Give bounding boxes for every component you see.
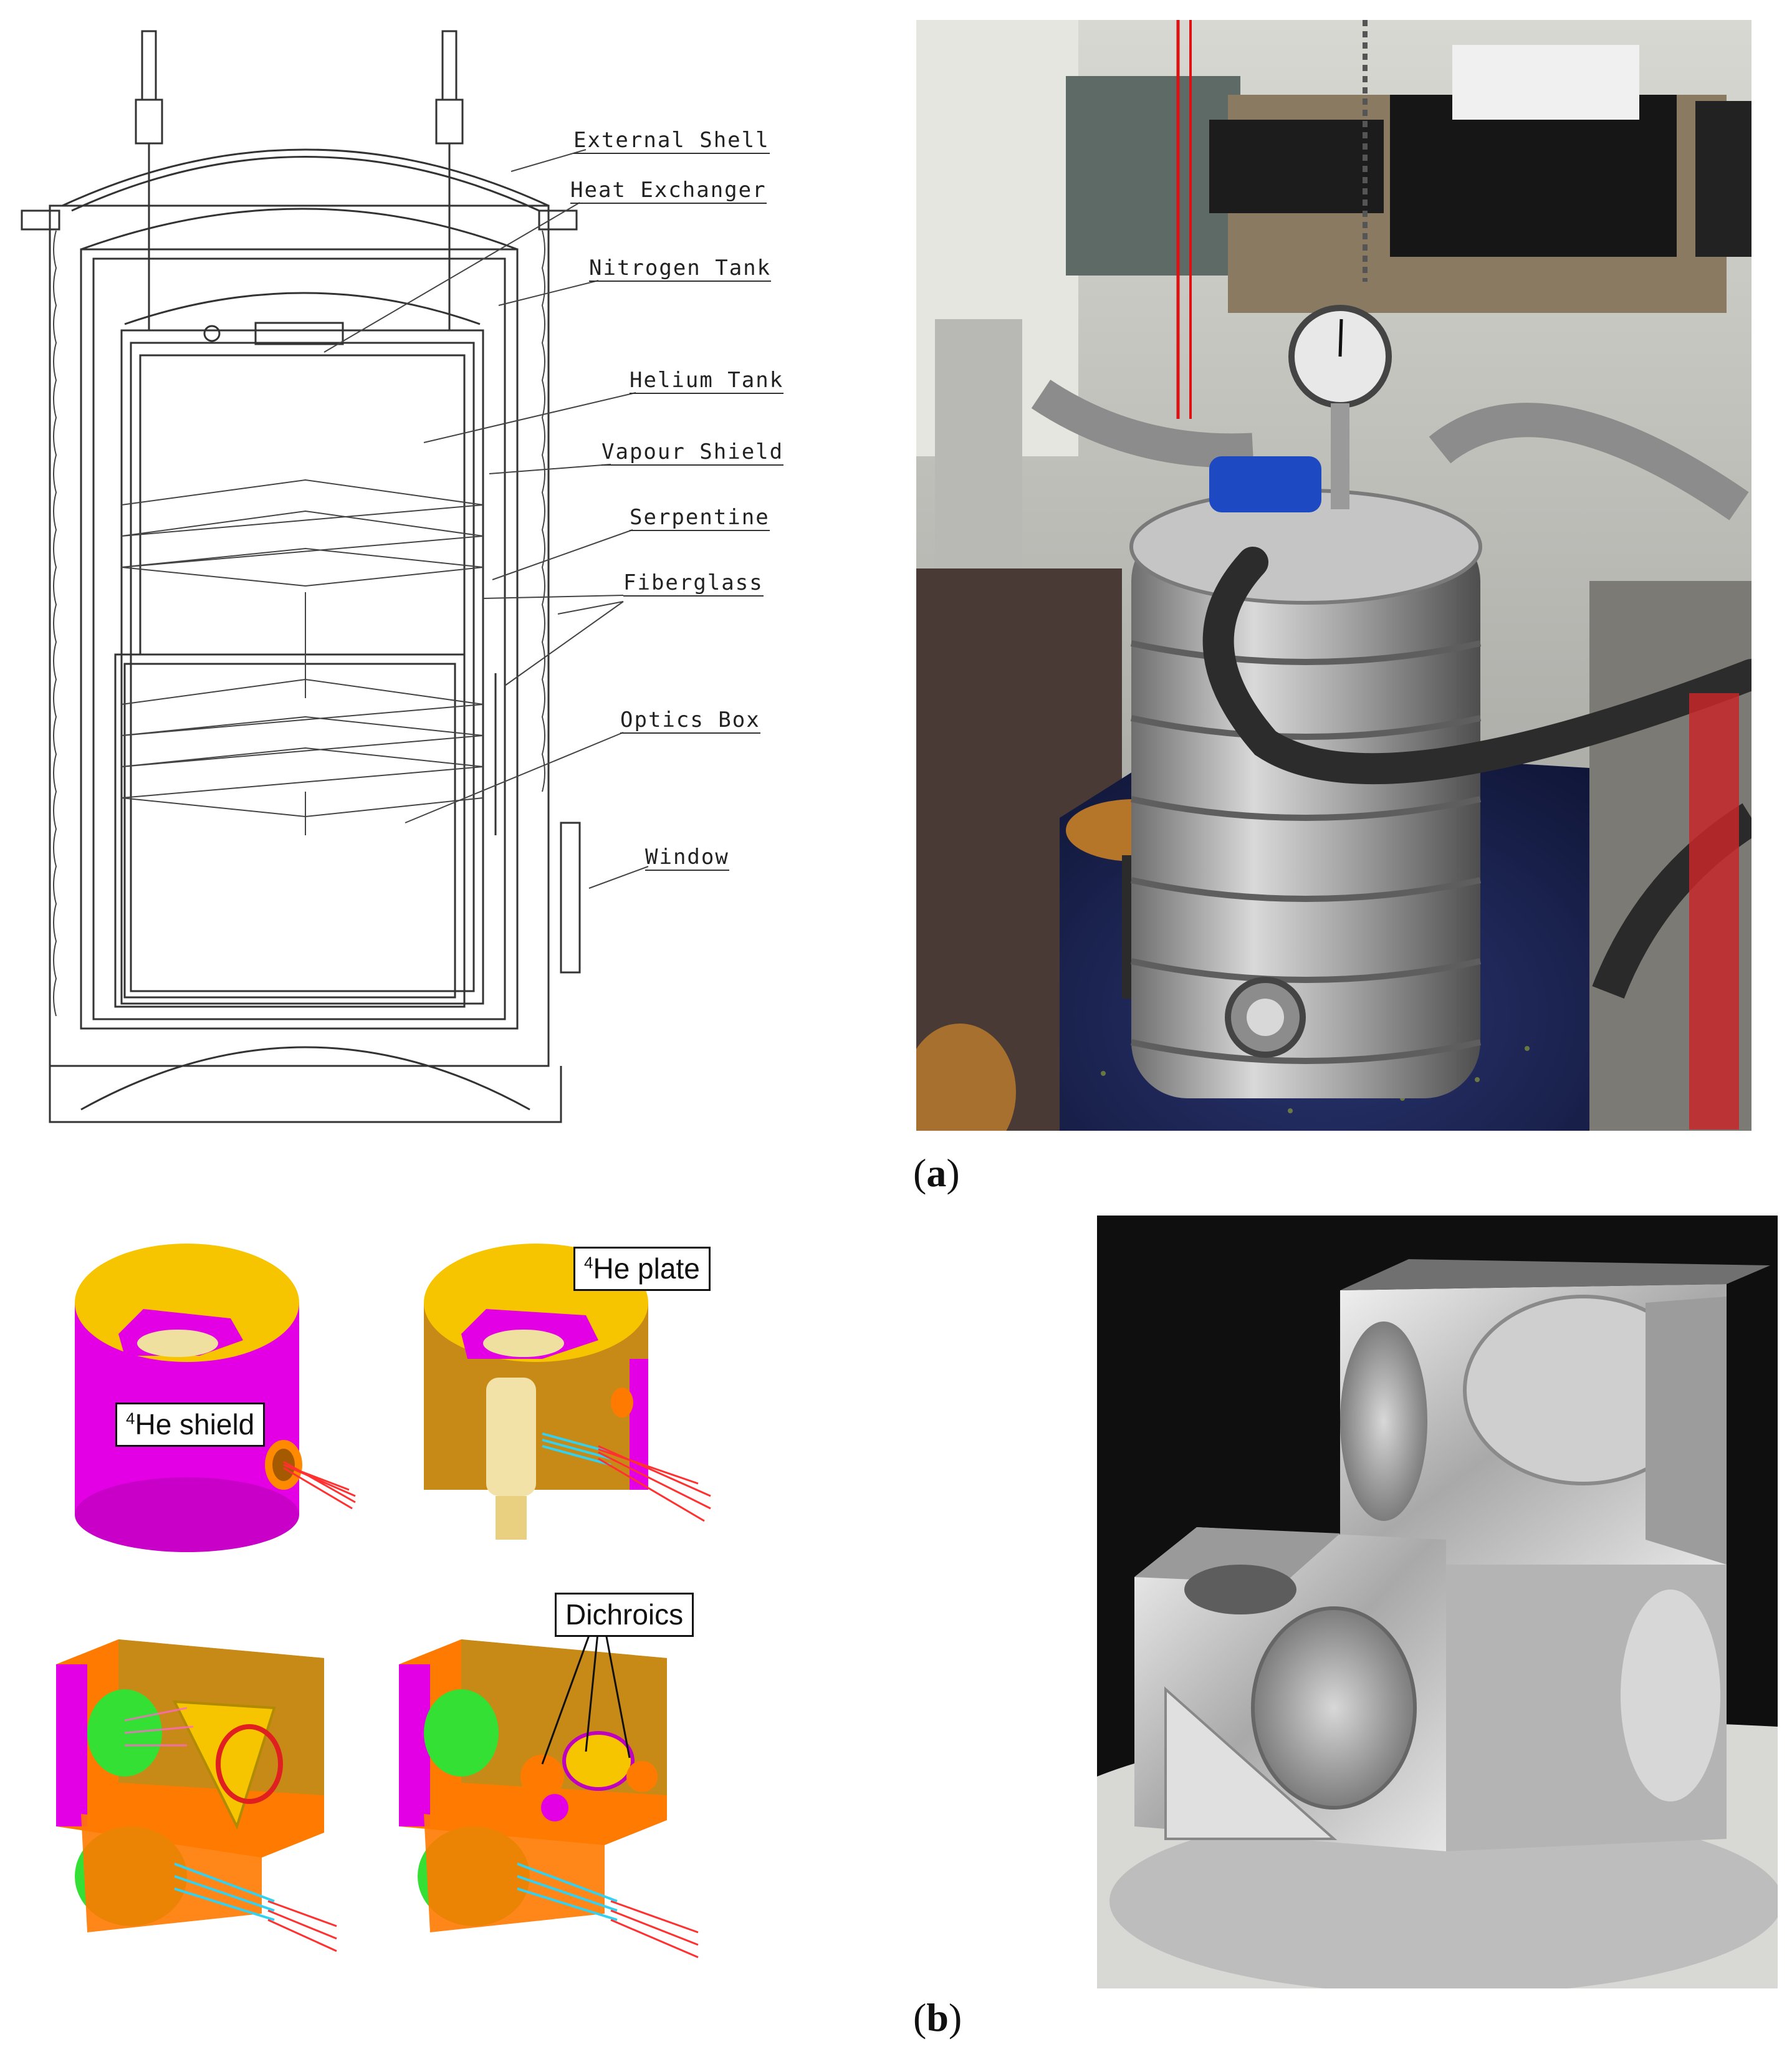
caption-b: (b) <box>913 1995 962 2040</box>
label-heat-exchanger: Heat Exchanger <box>570 178 767 204</box>
tag-he-shield-text: He shield <box>135 1408 255 1441</box>
optics-box-photo-image <box>1097 1216 1778 1988</box>
label-nitrogen-tank: Nitrogen Tank <box>589 256 772 282</box>
tag-he-shield: 4He shield <box>115 1403 266 1447</box>
optics-box-photo <box>1097 1216 1778 1988</box>
tag-he-plate: 4He plate <box>573 1247 711 1291</box>
tag-he-plate-text: He plate <box>593 1252 700 1285</box>
caption-b-letter: b <box>926 1995 949 2040</box>
cryostat-schematic: External Shell Heat Exchanger Nitrogen T… <box>12 12 823 1134</box>
label-external-shell: External Shell <box>573 128 770 154</box>
cryostat-photo-image <box>916 20 1751 1131</box>
label-serpentine: Serpentine <box>630 505 770 531</box>
cryostat-schematic-drawing <box>21 30 649 1123</box>
label-window: Window <box>645 845 729 871</box>
cad-renders-drawing <box>56 1244 711 1959</box>
tag-dichroics-text: Dichroics <box>565 1598 684 1631</box>
label-fiberglass: Fiberglass <box>623 570 764 597</box>
cryostat-photo <box>916 20 1751 1131</box>
tag-he-plate-sup: 4 <box>584 1253 593 1272</box>
label-helium-tank: Helium Tank <box>630 368 784 394</box>
caption-a: (a) <box>913 1151 960 1195</box>
label-optics-box: Optics Box <box>620 707 760 734</box>
cad-renders: 4He plate 4He shield Dichroics <box>50 1234 785 1982</box>
label-vapour-shield: Vapour Shield <box>601 439 784 466</box>
tag-he-shield-sup: 4 <box>126 1409 135 1428</box>
caption-a-letter: a <box>926 1151 947 1195</box>
tag-dichroics: Dichroics <box>555 1593 694 1637</box>
